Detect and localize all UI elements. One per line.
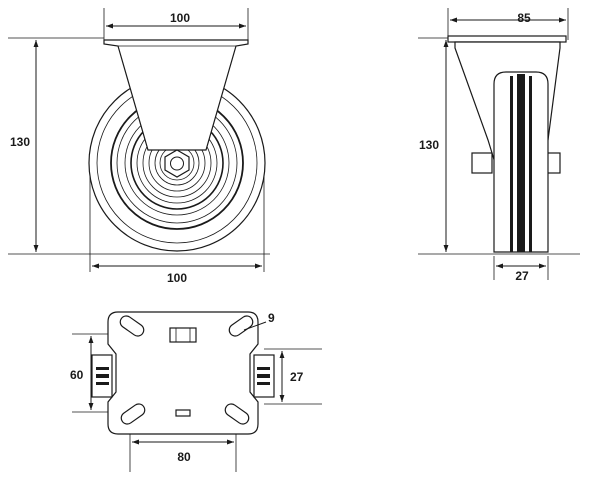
- side-axle-left: [471, 152, 493, 174]
- hole-spacing-y-dimension: 60: [70, 336, 94, 410]
- slot-size-label: 9: [268, 311, 275, 325]
- side-top-plate: [447, 35, 567, 43]
- axle-nut: [164, 149, 190, 178]
- front-height-dimension: 130: [10, 40, 39, 252]
- front-top-width-dimension: 100: [106, 11, 246, 29]
- mounting-plate: [107, 311, 259, 435]
- front-bracket: [103, 39, 249, 151]
- top-wheel-right: [253, 354, 275, 398]
- front-view: 100 130 100: [8, 8, 270, 285]
- slot-top-right: [228, 315, 254, 337]
- side-height-dimension: 130: [419, 40, 449, 252]
- side-tread-label: 27: [515, 269, 529, 283]
- top-wheel-left: [91, 354, 113, 398]
- side-width-label: 85: [517, 11, 531, 25]
- side-tread-dimension: 27: [496, 263, 546, 283]
- wheel-dimension: 27: [279, 351, 304, 402]
- slot-bottom-left: [120, 403, 146, 425]
- top-view: 9 60 27 80: [70, 311, 322, 472]
- front-height-label: 130: [10, 135, 30, 149]
- slot-bottom-right: [224, 403, 250, 425]
- hole-spacing-y-label: 60: [70, 368, 84, 382]
- slot-size-dimension: 9: [243, 311, 275, 331]
- top-view-nut: [169, 327, 197, 343]
- front-wheel-width-label: 100: [167, 271, 187, 285]
- side-width-dimension: 85: [450, 11, 566, 25]
- side-height-label: 130: [419, 138, 439, 152]
- hole-spacing-x-dimension: 80: [132, 439, 234, 464]
- slot-top-left: [119, 315, 145, 337]
- front-wheel-width-dimension: 100: [92, 263, 262, 285]
- hole-spacing-x-label: 80: [177, 450, 191, 464]
- top-view-bottom-tab: [175, 409, 191, 417]
- front-top-width-label: 100: [170, 11, 190, 25]
- wheel-dimension-label: 27: [290, 370, 304, 384]
- side-view: 85 130 27: [418, 8, 580, 283]
- side-wheel: [493, 71, 549, 253]
